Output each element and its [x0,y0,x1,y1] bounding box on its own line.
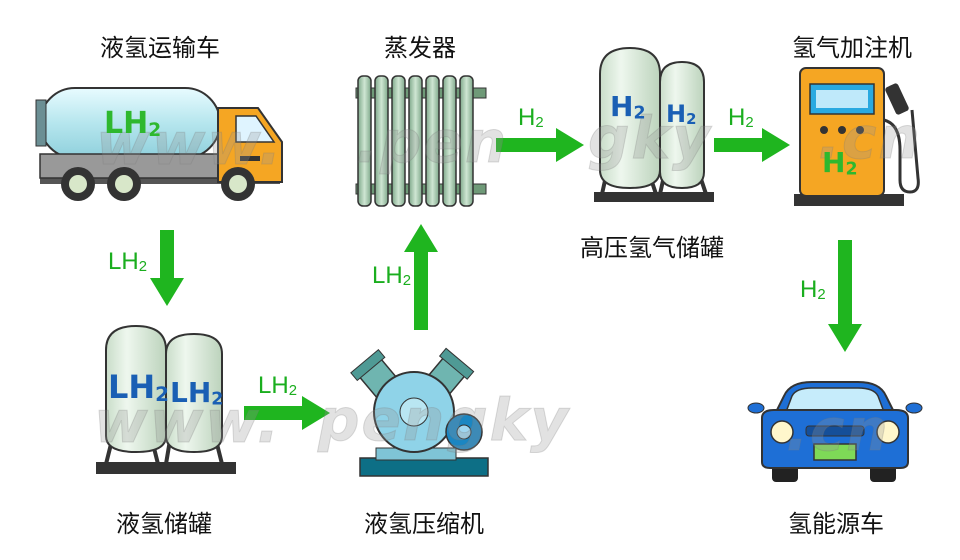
arrow-tanker-to-storage [150,230,184,306]
node-label-dispenser: 氢气加注机 [792,34,912,62]
node-label-fcv: 氢能源车 [788,510,884,538]
edge-label-storage-compressor: LH2 [258,372,297,400]
arrow-vaporizer-to-hpstorage [496,128,584,162]
tanker-truck-icon [35,87,283,201]
edge-label-vaporizer-hpstorage: H2 [518,104,544,132]
node-label-lh2-storage: 液氢储罐 [116,510,212,538]
watermark-text: .cn [818,104,922,173]
node-label-hp-storage: 高压氢气储罐 [580,234,724,262]
hp-tank-right-tag: H2 [666,100,697,129]
edge-label-dispenser-car: H2 [800,276,826,304]
compressor-icon [350,347,489,477]
fuel-cell-car-icon [747,381,923,482]
watermark-text: pengky [317,386,571,455]
edge-label-tanker-storage: LH2 [108,248,147,276]
flow-arrows [150,128,862,430]
hp-storage-tanks-icon [594,46,714,202]
lh2-tank-right-tag: LH2 [170,376,224,410]
node-label-vaporizer: 蒸发器 [384,34,456,62]
dispenser-tag: H2 [822,146,858,180]
watermark-text: .cn [786,396,890,465]
lh2-tank-left-tag: LH2 [108,368,169,406]
watermark-text: .pen [355,108,509,177]
arrow-hpstorage-to-dispenser [714,128,790,162]
hp-tank-left-tag: H2 [610,90,646,124]
edge-label-hpstorage-dispenser: H2 [728,104,754,132]
watermark-text: gky [588,104,712,173]
edge-label-compressor-vaporizer: LH2 [372,262,411,290]
lh2-storage-tanks-icon [96,324,236,474]
arrow-dispenser-to-car [828,240,862,352]
watermark-text: www. [95,110,284,179]
node-label-compressor: 液氢压缩机 [364,510,484,538]
vaporizer-icon [355,75,487,207]
node-label-tanker: 液氢运输车 [100,34,220,62]
dispenser-icon [794,67,920,206]
watermark-text: www. [93,388,282,457]
arrow-compressor-to-vaporizer [404,224,438,330]
arrow-storage-to-compressor [244,396,330,430]
tanker-tag: LH2 [104,106,162,141]
